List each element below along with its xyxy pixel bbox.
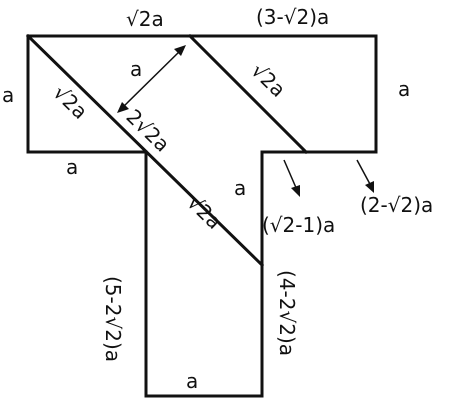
dimension-arrow-line xyxy=(119,47,184,111)
callout-arrowhead-mid xyxy=(291,185,300,197)
label-stem-right: (4-2√2)a xyxy=(275,270,299,356)
label-callout-right: (2-√2)a xyxy=(360,193,433,217)
label-stem-left: (5-2√2)a xyxy=(101,276,125,362)
label-callout-mid: (√2-1)a xyxy=(262,213,335,237)
dimension-arrowhead-end xyxy=(174,45,186,56)
label-dimension-a: a xyxy=(130,57,142,81)
label-right-side: a xyxy=(398,77,410,101)
label-stem-bottom: a xyxy=(186,369,198,393)
label-top-right: (3-√2)a xyxy=(256,5,329,29)
label-left-side: a xyxy=(2,83,14,107)
callout-arrow-line-right xyxy=(356,159,372,187)
label-diag-lower: √2a xyxy=(183,190,227,233)
callout-arrowhead-right xyxy=(365,181,374,193)
t-shape-outline xyxy=(26,34,378,398)
label-diag-upper-left: √2a xyxy=(49,80,93,123)
long-diagonal xyxy=(25,33,265,268)
callout-arrow-line-mid xyxy=(283,159,298,191)
label-diag-mid: 2√2a xyxy=(122,104,175,156)
label-stem-right-a: a xyxy=(234,176,246,200)
label-top-left: √2a xyxy=(126,7,164,31)
label-diag-upper-right: √2a xyxy=(247,58,291,101)
label-bottom-left-top: a xyxy=(66,155,78,179)
dimension-arrowhead-start xyxy=(117,102,129,113)
short-diagonal xyxy=(187,33,309,155)
